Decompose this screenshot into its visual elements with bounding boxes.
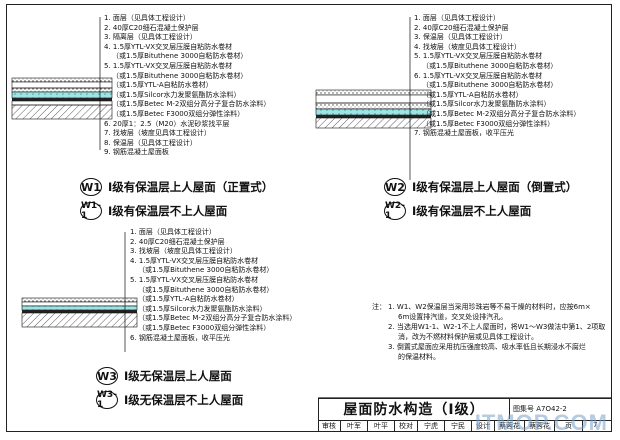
sig-cell: 叶平	[368, 421, 395, 432]
w3-layer: 1. 面层（见具体工程设计）	[130, 228, 216, 236]
w1-1-badge: W1-1	[80, 201, 102, 221]
w1-layer: 3. 隔离层（见具体工程设计）	[104, 33, 197, 42]
w3-layer-notes: 1. 面层（见具体工程设计） 2. 40厚C20细石混凝土保护层 3. 找坡层（…	[130, 228, 296, 343]
w1-layer: （或1.5厚Bituthene 3000自粘防水卷材）	[112, 52, 248, 61]
w3-layer: （或1.5厚Betec M-2双组分高分子复合防水涂料）	[138, 314, 297, 323]
sig-cell: 叶军	[341, 421, 368, 432]
w2-layer: 3. 保温层（见具体工程设计）	[414, 33, 507, 42]
w1-layer: 7. 找坡层（坡度见具体工程设计）	[104, 129, 211, 138]
w1-layer: （或1.5厚Betec F3000双组分弹性涂料）	[112, 109, 245, 118]
w1-1-caption: W1-1 Ⅰ级有保温层不上人屋面	[80, 201, 228, 221]
note-line: 2. 当选用W1-1、W2-1不上人屋面时，将W1～W3做法中第1、2项取	[388, 323, 606, 331]
note-line: 1. W1、W2保温层当采用珍珠岩等不易干燥的材料时，应按6m×	[388, 303, 591, 311]
notes-label: 注：	[372, 303, 386, 311]
w1-layer: （或1.5厚Betec M-2双组分高分子复合防水涂料）	[112, 100, 271, 109]
w1-layer: （或1.5厚Silcor水力发聚氨酯防水涂料）	[112, 90, 241, 99]
sig-cell: 蔡蓉花	[495, 421, 525, 432]
w2-layer: （或1.5厚Silcor水力发聚氨酯防水涂料）	[422, 100, 551, 109]
sig-cell: 设计	[472, 421, 495, 432]
watermark: ITMOP.COM	[474, 410, 608, 435]
w2-layer: （或1.5厚Betec F3000双组分弹性涂料）	[422, 119, 555, 128]
w3-layer: 3. 找坡层（坡度见具体工程设计）	[130, 247, 237, 256]
w2-layer: 1. 面层（见具体工程设计）	[414, 14, 500, 22]
w3-layer: （或1.5厚YTL-A自粘防水卷材）	[138, 295, 239, 304]
w3-badge: W3	[96, 367, 118, 385]
w3-1-caption-text: Ⅰ级无保温层不上人屋面	[124, 393, 244, 407]
w1-layer: 6. 20厚1：2.5（M20）水泥砂浆找平层	[104, 119, 230, 128]
w3-layer: （或1.5厚Silcor水力发聚氨酯防水涂料）	[138, 304, 267, 313]
atlas-label: 图集号	[513, 405, 534, 413]
w1-layer: （或1.5厚Bituthene 3000自粘防水卷材）	[112, 71, 248, 80]
sig-cell: 页	[555, 421, 583, 432]
sig-cell: 宁民	[445, 421, 472, 432]
w3-layer: （或1.5厚Bituthene 3000自粘防水卷材）	[138, 266, 274, 275]
w2-layer: （或1.5厚Betec M-2双组分高分子复合防水涂料）	[422, 109, 581, 118]
w2-layer: 5. 1.5厚YTL-VX交叉层压膜自粘防水卷材	[414, 52, 543, 61]
w3-caption: W3 Ⅰ级无保温层上人屋面	[96, 367, 232, 385]
w1-layer: 9. 钢筋混凝土屋面板	[104, 148, 169, 157]
w1-1-caption-text: Ⅰ级有保温层不上人屋面	[108, 204, 228, 218]
w3-section	[21, 232, 138, 352]
w1-layer: 8. 保温层（见具体工程设计）	[104, 138, 197, 147]
atlas-number: 图集号 A7O42-2	[509, 399, 613, 419]
w2-layer: （或1.5厚YTL-A自粘防水卷材）	[422, 90, 523, 99]
sig-cell: 蔡蓉花	[525, 421, 555, 432]
sig-cell: 审核	[318, 421, 341, 432]
drawing-sheet	[6, 4, 612, 432]
w3-layer: 4. 1.5厚YTL-VX交叉层压膜自粘防水卷材	[130, 256, 259, 265]
signature-row: 审核 叶军 叶平 校对 宁虎 宁民 设计 蔡蓉花 蔡蓉花 页 7	[318, 420, 612, 432]
w2-layer: 4. 找坡层（坡度见具体工程设计）	[414, 42, 521, 51]
w2-layer: （或1.5厚Bituthene 3000自粘防水卷材）	[422, 81, 558, 90]
notes: 注： 1. W1、W2保温层当采用珍珠岩等不易干燥的材料时，应按6m× 6m设置…	[372, 302, 605, 362]
note-line: 消，改为不燃材料保护层或见具体工程设计。	[398, 333, 538, 341]
w3-layer: （或1.5厚Betec F3000双组分弹性涂料）	[138, 323, 271, 332]
note-line: 6m设置排汽道，交叉处设排汽孔。	[398, 313, 508, 321]
atlas-code: A7O42-2	[536, 405, 567, 413]
w2-badge: W2	[384, 178, 406, 196]
w3-layer: 2. 40厚C20细石混凝土保护层	[130, 237, 225, 246]
w3-1-caption: W3-1 Ⅰ级无保温层不上人屋面	[96, 390, 244, 410]
title-block: 屋面防水构造（Ⅰ级） 图集号 A7O42-2	[318, 398, 612, 432]
sig-cell: 校对	[395, 421, 418, 432]
note-line: 3. 倒置式屋面应采用抗压强度较高、吸水率低且长期浸水不腐烂	[388, 343, 586, 351]
w2-caption-text: Ⅰ级有保温层上人屋面（倒置式）	[412, 180, 578, 194]
w1-layer: 4. 1.5厚YTL-VX交叉层压膜自粘防水卷材	[104, 42, 233, 51]
w2-section	[315, 17, 432, 180]
w2-1-badge: W2-1	[384, 201, 406, 221]
w3-layer: 6. 钢筋混凝土屋面板，收平压光	[130, 333, 230, 342]
sig-cell: 宁虎	[418, 421, 445, 432]
w3-layer: 5. 1.5厚YTL-VX交叉层压膜自粘防水卷材	[130, 275, 259, 284]
w3-1-badge: W3-1	[96, 390, 118, 410]
w3-caption-text: Ⅰ级无保温层上人屋面	[124, 369, 232, 383]
w3-layer: （或1.5厚Bituthene 3000自粘防水卷材）	[138, 285, 274, 294]
page-number: 7	[593, 421, 598, 429]
w1-layer: 5. 1.5厚YTL-VX交叉层压膜自粘防水卷材	[104, 61, 233, 70]
w1-badge: W1	[80, 178, 102, 196]
w2-layer: （或1.5厚Bituthene 3000自粘防水卷材）	[422, 61, 558, 70]
w2-layer: 7. 钢筋混凝土屋面板，收平压光	[414, 129, 514, 138]
w2-layer-notes: 1. 面层（见具体工程设计） 2. 40厚C20细石混凝土保护层 3. 保温层（…	[414, 14, 580, 139]
w2-caption: W2 Ⅰ级有保温层上人屋面（倒置式）	[384, 178, 577, 196]
w2-layer: 6. 1.5厚YTL-VX交叉层压膜自粘防水卷材	[414, 71, 543, 80]
w1-caption-text: Ⅰ级有保温层上人屋面（正置式）	[108, 180, 274, 194]
note-line: 的保温材料。	[398, 353, 440, 361]
w1-section	[11, 17, 113, 150]
w1-layer-notes: 1. 面层（见具体工程设计） 2. 40厚C20细石混凝土保护层 3. 隔离层（…	[104, 14, 270, 158]
w1-layer: 2. 40厚C20细石混凝土保护层	[104, 23, 199, 32]
w1-caption: W1 Ⅰ级有保温层上人屋面（正置式）	[80, 178, 273, 196]
w1-layer: 1. 面层（见具体工程设计）	[104, 14, 190, 22]
w2-layer: 2. 40厚C20细石混凝土保护层	[414, 23, 509, 32]
w1-layer: （或1.5厚YTL-A自粘防水卷材）	[112, 81, 213, 90]
w2-1-caption-text: Ⅰ级有保温层不上人屋面	[412, 204, 532, 218]
w2-1-caption: W2-1 Ⅰ级有保温层不上人屋面	[384, 201, 532, 221]
drawing-title: 屋面防水构造（Ⅰ级）	[319, 399, 510, 419]
